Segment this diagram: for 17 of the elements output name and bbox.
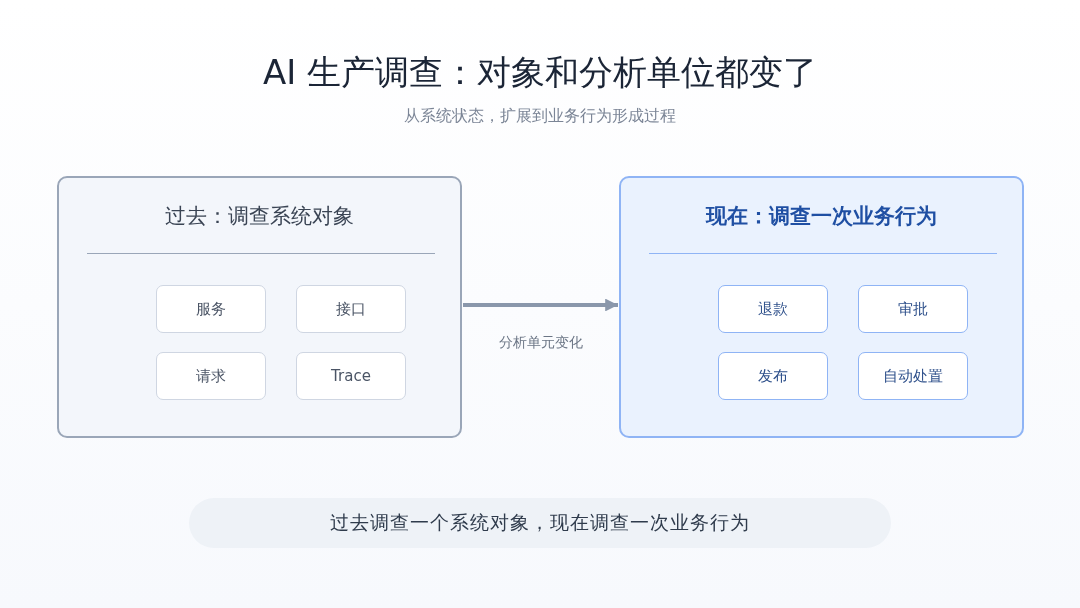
item-box: 发布 (718, 352, 828, 400)
item-box: 审批 (858, 285, 968, 333)
panel-card (57, 176, 462, 438)
item-box: 请求 (156, 352, 266, 400)
subtitle: 从系统状态，扩展到业务行为形成过程 (403, 106, 677, 127)
title: AI 生产调查：对象和分析单位都变了 (261, 51, 819, 94)
item-box: 自动处置 (858, 352, 968, 400)
item-box: 退款 (718, 285, 828, 333)
item-box: Trace (296, 352, 406, 400)
item-box: 接口 (296, 285, 406, 333)
panel-heading: 现在：调查一次业务行为 (704, 203, 938, 230)
summary-banner: 过去调查一个系统对象，现在调查一次业务行为 (189, 498, 891, 548)
panel-card (619, 176, 1024, 438)
edge-label: 分析单元变化 (497, 334, 584, 352)
arrow (463, 298, 618, 312)
panel-heading: 过去：调查系统对象 (164, 203, 355, 230)
item-box: 服务 (156, 285, 266, 333)
